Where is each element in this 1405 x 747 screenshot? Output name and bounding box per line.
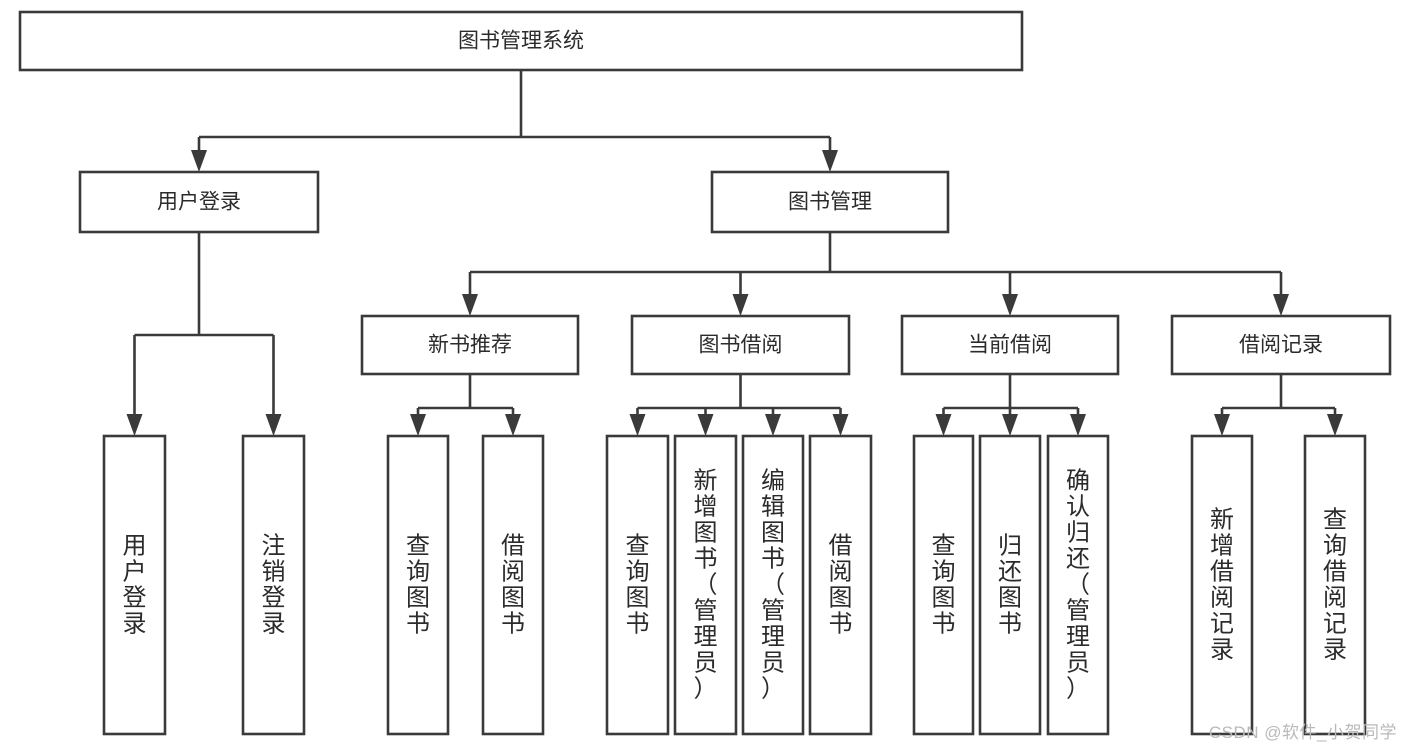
node-user-login-do[interactable]: 用户登录 (102, 434, 167, 736)
node-label-cb-confirm-return: 确认归还（管理员） (1066, 467, 1090, 702)
node-label-borrow-record: 借阅记录 (1239, 334, 1323, 357)
node-box-nb-query-book[interactable] (386, 434, 450, 736)
node-br-query-record[interactable]: 查询借阅记录 (1303, 434, 1367, 736)
arrow-head-icon (1070, 414, 1086, 436)
node-box-nb-borrow-book[interactable] (481, 434, 545, 736)
node-box-user-logout[interactable] (241, 434, 306, 736)
arrow-head-icon (1327, 414, 1343, 436)
node-box-bb-query-book[interactable] (605, 434, 670, 736)
node-box-current-borrow[interactable] (900, 314, 1120, 376)
node-label-br-query-record: 查询借阅记录 (1323, 506, 1347, 663)
node-cb-return-book[interactable]: 归还图书 (978, 434, 1042, 736)
node-box-cb-query-book[interactable] (912, 434, 975, 736)
arrow-head-icon (410, 414, 426, 436)
node-label-book-borrow: 图书借阅 (699, 334, 783, 357)
node-root[interactable]: 图书管理系统 (18, 10, 1024, 72)
node-box-borrow-record[interactable] (1170, 314, 1392, 376)
node-label-current-borrow: 当前借阅 (968, 334, 1052, 357)
arrow-head-icon (832, 414, 849, 436)
node-label-user-login: 用户登录 (157, 191, 241, 214)
node-label-br-add-record: 新增借阅记录 (1210, 506, 1234, 663)
node-box-bb-borrow-book[interactable] (808, 434, 873, 736)
arrow-head-icon (1002, 294, 1018, 316)
watermark-label: CSDN @软件_小贺同学 (1208, 723, 1397, 742)
node-label-bb-edit-book: 编辑图书（管理员） (761, 467, 785, 702)
node-box-cb-return-book[interactable] (978, 434, 1042, 736)
node-new-book-recommend[interactable]: 新书推荐 (360, 314, 580, 376)
node-label-book-manage: 图书管理 (788, 191, 872, 214)
node-cb-query-book[interactable]: 查询图书 (912, 434, 975, 736)
arrow-head-icon (1002, 414, 1018, 436)
node-box-br-query-record[interactable] (1303, 434, 1367, 736)
node-nb-query-book[interactable]: 查询图书 (386, 434, 450, 736)
arrow-head-icon (822, 150, 838, 172)
arrow-head-icon (732, 294, 749, 316)
arrow-head-icon (265, 414, 282, 436)
node-user-login[interactable]: 用户登录 (78, 170, 320, 234)
node-label-user-logout: 注销登录 (262, 532, 286, 637)
node-label-root: 图书管理系统 (458, 30, 584, 53)
node-box-br-add-record[interactable] (1190, 434, 1254, 736)
node-current-borrow[interactable]: 当前借阅 (900, 314, 1120, 376)
arrow-head-icon (462, 294, 478, 316)
node-box-user-login-do[interactable] (102, 434, 167, 736)
node-user-logout[interactable]: 注销登录 (241, 434, 306, 736)
arrow-head-icon (191, 150, 207, 172)
arrow-head-icon (1214, 414, 1230, 436)
node-label-cb-return-book: 归还图书 (998, 532, 1022, 637)
node-bb-query-book[interactable]: 查询图书 (605, 434, 670, 736)
node-bb-borrow-book[interactable]: 借阅图书 (808, 434, 873, 736)
arrow-head-icon (697, 414, 714, 436)
node-cb-confirm-return[interactable]: 确认归还（管理员） (1046, 434, 1110, 736)
node-label-cb-query-book: 查询图书 (932, 532, 956, 637)
node-br-add-record[interactable]: 新增借阅记录 (1190, 434, 1254, 736)
arrow-head-icon (505, 414, 521, 436)
node-label-nb-query-book: 查询图书 (406, 532, 430, 637)
node-label-bb-query-book: 查询图书 (626, 532, 650, 637)
node-box-bb-edit-book[interactable] (741, 434, 805, 736)
connectors-layer (126, 70, 1343, 436)
node-label-new-book-recommend: 新书推荐 (428, 334, 512, 357)
arrow-head-icon (1273, 294, 1289, 316)
nodes-layer: 图书管理系统用户登录图书管理用户登录注销登录新书推荐查询图书借阅图书图书借阅查询… (18, 10, 1392, 736)
arrow-head-icon (629, 414, 646, 436)
node-bb-edit-book[interactable]: 编辑图书（管理员） (741, 434, 805, 736)
node-label-bb-borrow-book: 借阅图书 (829, 532, 853, 637)
node-box-user-login[interactable] (78, 170, 320, 234)
node-label-bb-add-book: 新增图书（管理员） (694, 467, 718, 702)
arrow-head-icon (935, 414, 952, 436)
node-box-book-borrow[interactable] (630, 314, 851, 376)
node-nb-borrow-book[interactable]: 借阅图书 (481, 434, 545, 736)
node-box-root[interactable] (18, 10, 1024, 72)
node-box-book-manage[interactable] (710, 170, 950, 234)
arrow-head-icon (765, 414, 781, 436)
node-box-cb-confirm-return[interactable] (1046, 434, 1110, 736)
node-book-borrow[interactable]: 图书借阅 (630, 314, 851, 376)
node-label-user-login-do: 用户登录 (123, 532, 147, 637)
node-book-manage[interactable]: 图书管理 (710, 170, 950, 234)
node-label-nb-borrow-book: 借阅图书 (501, 532, 525, 637)
node-bb-add-book[interactable]: 新增图书（管理员） (673, 434, 738, 736)
arrow-head-icon (126, 414, 143, 436)
node-borrow-record[interactable]: 借阅记录 (1170, 314, 1392, 376)
node-box-bb-add-book[interactable] (673, 434, 738, 736)
node-box-new-book-recommend[interactable] (360, 314, 580, 376)
